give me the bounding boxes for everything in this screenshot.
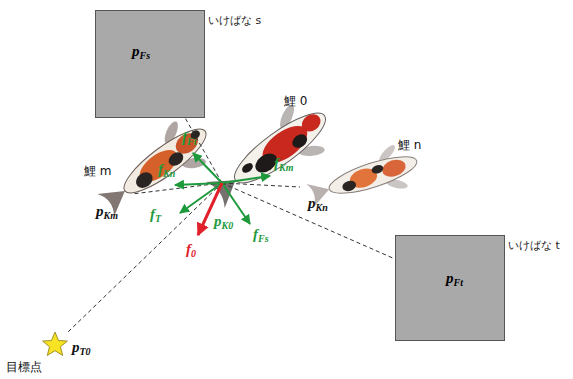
koi-spot	[371, 164, 385, 175]
symbol-letter: f	[182, 129, 187, 145]
symbol-subscript: Fs	[258, 233, 269, 244]
force-label: fT	[150, 205, 161, 224]
symbol-letter: f	[186, 241, 191, 257]
koi-patch	[380, 157, 408, 180]
force-label: fKm	[274, 154, 293, 173]
dashed-line	[68, 183, 222, 332]
koi-patch	[298, 111, 324, 136]
resultant-arrow	[198, 183, 222, 235]
ikebana-box: いけばな spFs	[95, 10, 205, 118]
dashed-line	[222, 183, 300, 187]
symbol-subscript: Km	[279, 162, 293, 173]
symbol-subscript: Ft	[454, 277, 463, 288]
symbol-subscript: Kn	[163, 168, 175, 179]
force-arrow	[193, 153, 222, 183]
symbol-subscript: Kn	[316, 202, 328, 213]
symbol-letter: p	[308, 195, 316, 211]
target-star	[43, 332, 68, 356]
symbol-subscript: T0	[80, 346, 91, 357]
symbol-subscript: 0	[191, 248, 196, 259]
koi-body	[326, 149, 421, 200]
koi-name: 鯉 n	[398, 138, 421, 152]
symbol-subscript: K0	[222, 220, 234, 231]
box-heading: いけばな s	[208, 13, 261, 28]
force-arrow	[175, 183, 222, 185]
koi-0-figure	[197, 90, 344, 221]
koi-spot	[166, 149, 186, 168]
target-label: 目標点	[6, 360, 42, 374]
force-arrow	[222, 176, 270, 183]
force-arrow	[222, 183, 250, 224]
position-symbol: pFt	[446, 270, 463, 288]
koi-spot	[290, 132, 310, 151]
force-label: fFs	[253, 225, 269, 244]
box-heading: いけばな t	[508, 238, 560, 253]
force-vectors	[175, 153, 270, 224]
position-label: pK0	[214, 212, 233, 231]
position-label: pKn	[308, 194, 328, 213]
symbol-letter: p	[214, 213, 222, 229]
symbol-subscript: T	[155, 213, 161, 224]
symbol-letter: p	[132, 43, 140, 59]
koi-spot	[341, 179, 357, 193]
symbol-subscript: Fs	[140, 50, 151, 61]
symbol-subscript: Ft	[187, 136, 196, 147]
force-label: fKn	[158, 160, 175, 179]
symbol-letter: p	[72, 339, 80, 355]
position-label: pT0	[72, 338, 91, 357]
symbol-letter: f	[158, 161, 163, 177]
symbol-letter: f	[253, 226, 258, 242]
force-label: fFt	[182, 128, 196, 147]
position-label: pKm	[96, 202, 118, 221]
symbol-letter: f	[274, 155, 279, 171]
koi-name: 鯉 m	[84, 164, 112, 178]
position-symbol: pFs	[132, 43, 150, 61]
symbol-subscript: Km	[104, 210, 118, 221]
koi-spot	[240, 161, 254, 175]
koi-spot	[252, 149, 281, 176]
symbol-letter: f	[150, 206, 155, 222]
symbol-letter: p	[96, 203, 104, 219]
koi-name: 鯉 0	[284, 94, 307, 108]
symbol-letter: p	[446, 270, 454, 286]
resultant-label: f0	[186, 240, 196, 259]
koi-spot	[133, 169, 156, 191]
ikebana-box: いけばな tpFt	[395, 235, 505, 341]
